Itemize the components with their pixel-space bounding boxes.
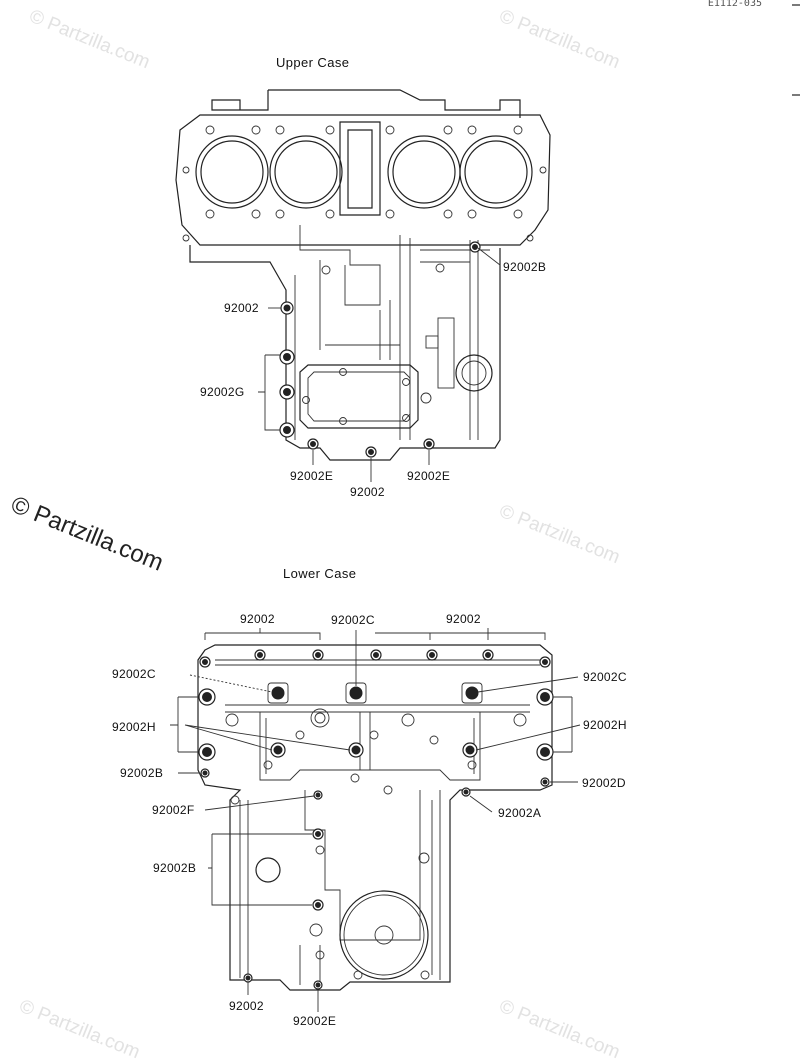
upper-case-title: Upper Case xyxy=(276,55,350,70)
crankcase-drawing xyxy=(170,4,800,1012)
label-92002-lower-top-right: 92002 xyxy=(446,612,481,626)
label-92002E-left: 92002E xyxy=(290,469,334,483)
label-92002H-left: 92002H xyxy=(112,720,156,734)
lower-case-title: Lower Case xyxy=(283,566,357,581)
label-92002-upper-bottom: 92002 xyxy=(350,485,385,499)
label-92002E-lower: 92002E xyxy=(293,1014,337,1028)
label-92002D: 92002D xyxy=(582,776,626,790)
upper-case-drawing xyxy=(175,89,551,482)
label-92002C-right: 92002C xyxy=(583,670,627,684)
label-92002B-upper: 92002B xyxy=(503,260,547,274)
label-92002B-lower-left: 92002B xyxy=(120,766,164,780)
label-92002A: 92002A xyxy=(498,806,542,820)
parts-diagram-page: © Partzilla.com © Partzilla.com © Partzi… xyxy=(7,0,800,1063)
label-92002E-right: 92002E xyxy=(407,469,451,483)
label-92002G: 92002G xyxy=(200,385,245,399)
label-92002F: 92002F xyxy=(152,803,195,817)
label-92002-lower-top-left: 92002 xyxy=(240,612,275,626)
document-code: E1112-035 xyxy=(707,0,762,9)
label-92002B-lower: 92002B xyxy=(153,861,197,875)
lower-case-drawing xyxy=(170,628,581,1012)
label-92002-lower-bottom: 92002 xyxy=(229,999,264,1013)
label-92002C-top: 92002C xyxy=(331,613,375,627)
label-92002C-left: 92002C xyxy=(112,667,156,681)
label-92002-upper-left: 92002 xyxy=(224,301,259,315)
label-92002H-right: 92002H xyxy=(583,718,627,732)
